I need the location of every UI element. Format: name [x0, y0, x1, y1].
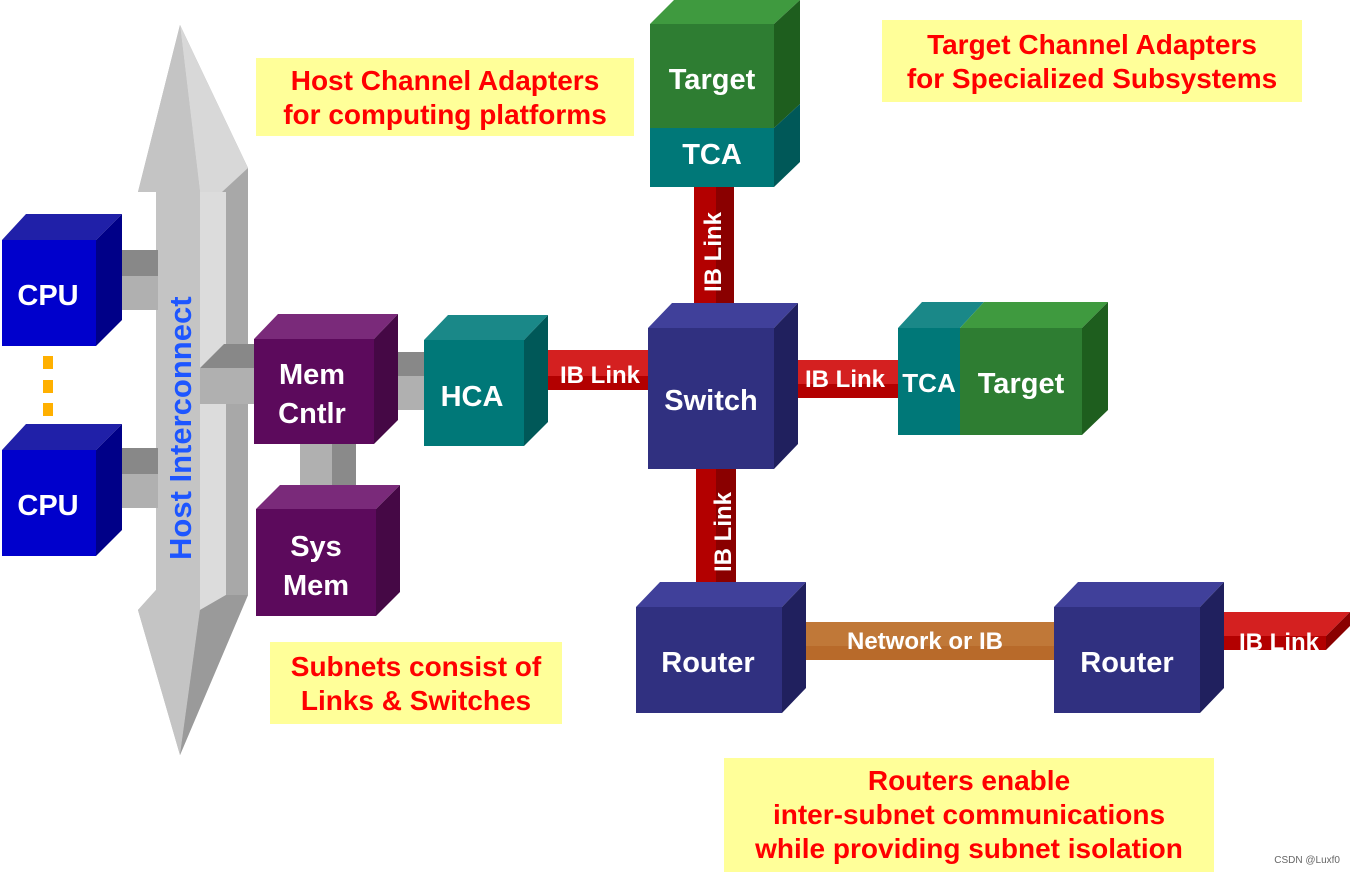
ib-link-hca-switch-label: IB Link [560, 362, 641, 389]
host-interconnect-arrow [138, 25, 248, 755]
cpu-box-bottom [2, 424, 122, 556]
host-channel-adapters-callout: Host Channel Adapters for computing plat… [256, 58, 634, 136]
router-label-right: Router [1080, 647, 1173, 679]
network-link-label: Network or IB [847, 628, 1003, 655]
target-channel-adapters-line1: Target Channel Adapters [927, 29, 1257, 60]
ib-link-switch-tca-top [694, 170, 734, 328]
subnets-line1: Subnets consist of [290, 651, 542, 682]
host-channel-adapters-line2: for computing platforms [283, 99, 607, 130]
routers-line2: inter-subnet communications [772, 799, 1166, 830]
system-memory-label-line2: Mem [283, 570, 349, 602]
ib-link-switch-tca-top-label: IB Link [700, 211, 727, 292]
network-link-routers [776, 622, 1080, 660]
system-memory-box [256, 485, 400, 616]
subnets-callout: Subnets consist of Links & Switches [270, 642, 562, 724]
target-channel-adapters-callout: Target Channel Adapters for Specialized … [882, 20, 1302, 102]
hca-label: HCA [441, 381, 504, 413]
target-box-right [960, 302, 1108, 435]
mem-controller-label-line2: Cntlr [278, 398, 346, 430]
ib-link-router-out [1200, 612, 1350, 650]
system-memory-label-line1: Sys [290, 531, 342, 563]
router-label-left: Router [661, 647, 754, 679]
cpu-ellipsis [43, 356, 53, 416]
mem-controller-box [254, 314, 398, 444]
ib-link-switch-tca-right-label: IB Link [805, 366, 886, 393]
mem-controller-label-line1: Mem [279, 359, 345, 391]
ib-link-hca-switch [520, 350, 672, 390]
mem-connector-left [200, 344, 260, 404]
host-channel-adapters-line1: Host Channel Adapters [290, 65, 600, 96]
target-channel-adapters-line2: for Specialized Subsystems [906, 63, 1278, 94]
routers-line3: while providing subnet isolation [755, 833, 1183, 864]
router-box-left [636, 582, 806, 713]
target-box-top [650, 0, 800, 128]
routers-callout: Routers enable inter-subnet communicatio… [724, 758, 1214, 872]
ib-link-router-out-label: IB Link [1239, 629, 1320, 656]
ib-link-switch-router-label: IB Link [710, 491, 737, 572]
cpu-label-bottom: CPU [17, 490, 78, 522]
router-box-right [1054, 582, 1224, 713]
routers-line1: Routers enable [867, 765, 1071, 796]
cpu-label-top: CPU [17, 280, 78, 312]
ib-link-switch-tca-right [772, 360, 900, 398]
hca-box [424, 315, 548, 446]
tca-box-right [898, 302, 984, 435]
tca-box-top [650, 104, 800, 187]
switch-box [648, 303, 798, 469]
target-label-right: Target [978, 368, 1065, 400]
tca-label-top: TCA [682, 139, 742, 171]
ib-link-switch-router [696, 450, 736, 608]
switch-label: Switch [664, 385, 757, 417]
watermark: CSDN @Luxf0 [1274, 855, 1340, 866]
host-interconnect-label: Host Interconnect [163, 296, 198, 560]
target-label-top: Target [669, 64, 756, 96]
tca-label-right: TCA [902, 368, 956, 398]
subnets-line2: Links & Switches [300, 685, 532, 716]
cpu-box-top [2, 214, 122, 346]
